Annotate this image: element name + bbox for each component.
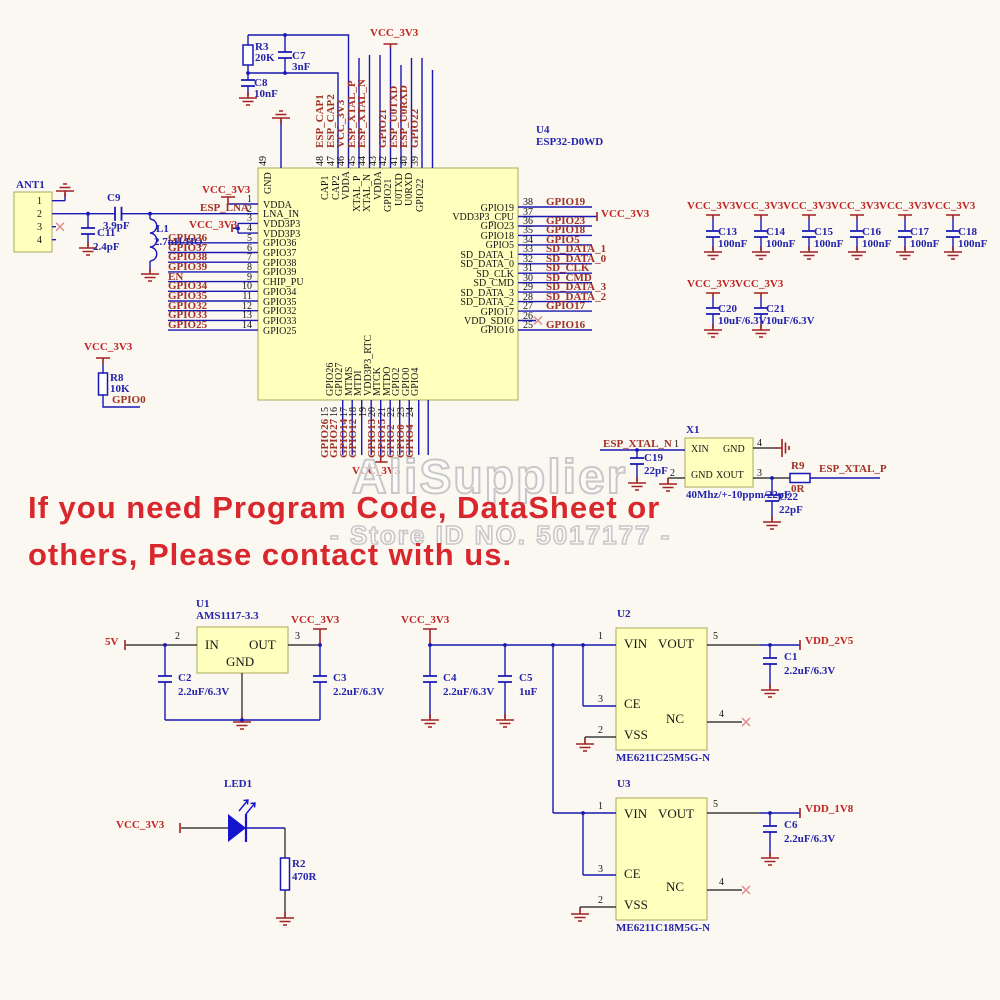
resistor-r3 — [242, 44, 254, 66]
no-connect-icon — [741, 717, 751, 727]
regulator-u2-body — [615, 627, 708, 751]
ground-icon — [627, 476, 647, 491]
ground-icon — [751, 323, 771, 338]
ground-icon — [271, 110, 291, 125]
promo-text-line2: others, Please contact with us. — [28, 537, 513, 572]
resistor-r8 — [97, 372, 109, 396]
ground-icon — [232, 715, 252, 730]
ground-icon — [762, 515, 782, 530]
regulator-u3-body — [615, 797, 708, 921]
resistor-r9 — [789, 472, 811, 484]
ground-icon — [238, 91, 258, 106]
ground-icon — [760, 683, 780, 698]
regulator-u1-body — [196, 626, 289, 674]
ground-icon — [140, 267, 160, 282]
ground-icon — [847, 245, 867, 260]
ground-icon — [575, 737, 595, 752]
ground-icon — [799, 245, 819, 260]
crystal-body — [684, 437, 754, 488]
ground-icon — [55, 183, 75, 198]
ground-icon — [658, 477, 678, 492]
no-connect-icon — [741, 885, 751, 895]
esp32-chip-body — [257, 167, 519, 401]
antenna-connector-body — [13, 191, 53, 253]
resistor-bodies — [97, 44, 811, 891]
ground-icon — [703, 323, 723, 338]
ground-icon — [775, 438, 790, 458]
wires-blue — [52, 34, 954, 876]
inductor-icon — [149, 218, 158, 262]
no-connect-icon — [55, 221, 65, 232]
ground-icon — [420, 713, 440, 728]
junction-dots — [86, 33, 774, 815]
capacitor-plates — [81, 51, 960, 833]
ground-icon — [495, 713, 515, 728]
led-icon — [228, 799, 256, 842]
ground-icon — [943, 245, 963, 260]
watermark-brand: AliSupplier — [351, 450, 628, 505]
ground-icon — [78, 241, 98, 256]
promo-text-line1: If you need Program Code, DataSheet or — [28, 490, 661, 525]
ground-icon — [570, 907, 590, 922]
ground-icon — [703, 245, 723, 260]
ground-icon — [751, 245, 771, 260]
ground-icon — [895, 245, 915, 260]
power-symbols — [96, 43, 960, 833]
ground-icon — [275, 911, 295, 926]
ic-bodies — [13, 167, 754, 921]
watermark-store-id: - Store ID NO. 5017177 - — [329, 519, 672, 551]
resistor-r2 — [279, 857, 291, 891]
ground-icon — [760, 851, 780, 866]
